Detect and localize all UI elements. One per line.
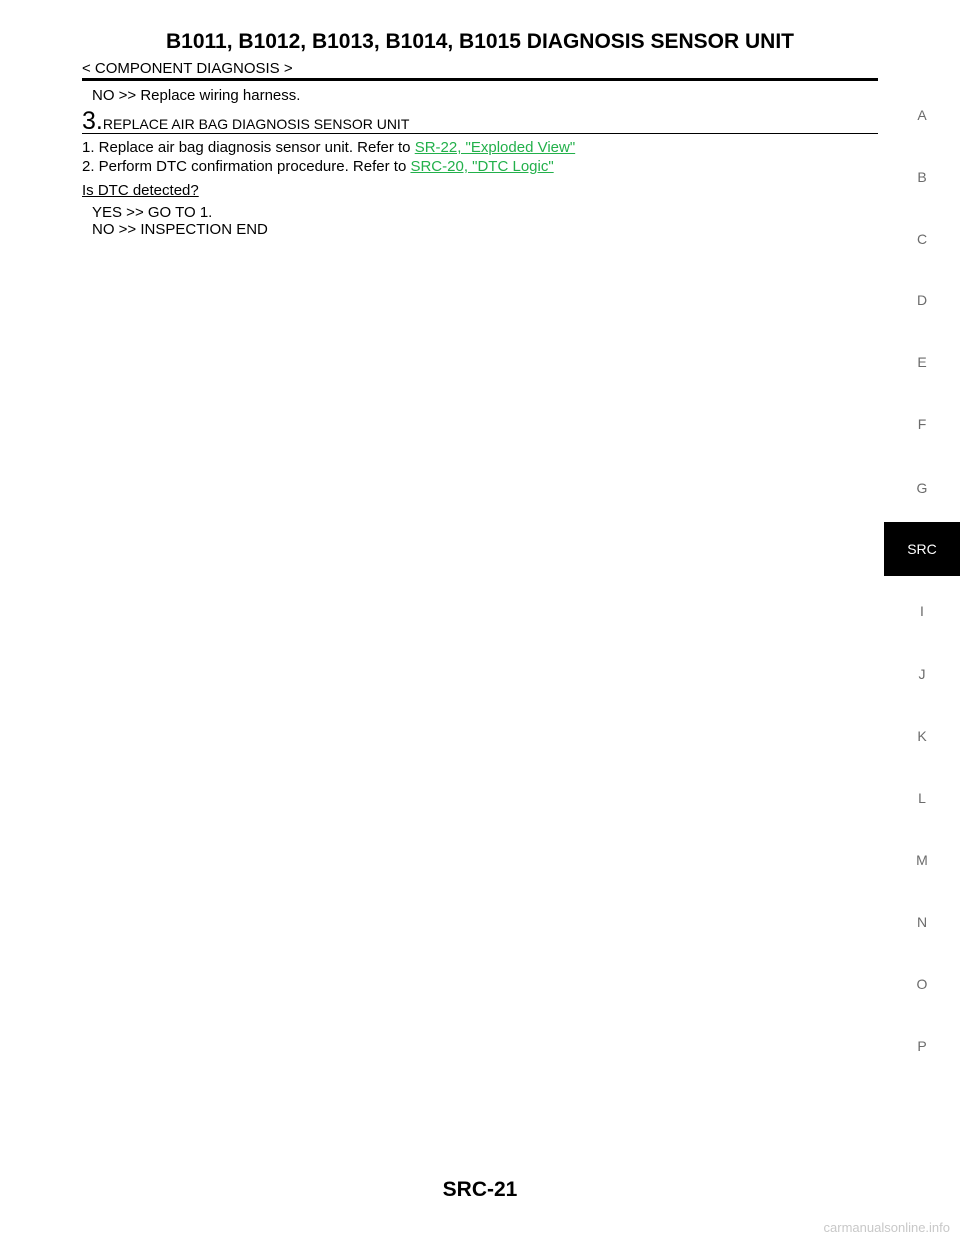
step-title: REPLACE AIR BAG DIAGNOSIS SENSOR UNIT [102, 116, 410, 132]
index-tab-g[interactable]: G [916, 480, 928, 496]
list-item-text: 2. Perform DTC confirmation procedure. R… [82, 158, 411, 175]
watermark: carmanualsonline.info [823, 1220, 950, 1235]
index-tab-i[interactable]: I [920, 603, 924, 619]
step-number: 3. [82, 107, 103, 135]
diagnosis-question: Is DTC detected? [82, 182, 199, 199]
index-tab-f[interactable]: F [917, 416, 927, 432]
index-tab-c[interactable]: C [916, 231, 928, 247]
index-tab-n[interactable]: N [916, 914, 928, 930]
no-result-line: NO >> Replace wiring harness. [92, 87, 301, 104]
index-tab-m[interactable]: M [916, 852, 928, 868]
step-heading: 3.REPLACE AIR BAG DIAGNOSIS SENSOR UNIT [82, 107, 409, 136]
list-item-text: 1. Replace air bag diagnosis sensor unit… [82, 139, 415, 156]
index-tab-b[interactable]: B [917, 169, 927, 185]
index-tab-o[interactable]: O [916, 976, 928, 992]
list-item: 2. Perform DTC confirmation procedure. R… [82, 158, 554, 175]
index-tab-p[interactable]: P [917, 1038, 927, 1054]
header-divider [82, 78, 878, 81]
yes-result-line: YES >> GO TO 1. [92, 204, 213, 221]
list-item: 1. Replace air bag diagnosis sensor unit… [82, 139, 575, 156]
step-divider [82, 133, 878, 134]
index-tab-l[interactable]: L [918, 790, 926, 806]
index-tab-d[interactable]: D [916, 292, 928, 308]
page-title: B1011, B1012, B1013, B1014, B1015 DIAGNO… [166, 30, 794, 53]
dtc-logic-link[interactable]: SRC-20, "DTC Logic" [410, 158, 554, 175]
index-tab-k[interactable]: K [917, 728, 927, 744]
index-tab-e[interactable]: E [917, 354, 927, 370]
exploded-view-link[interactable]: SR-22, "Exploded View" [414, 139, 576, 156]
index-tab-j[interactable]: J [918, 666, 926, 682]
index-tab-src-active[interactable]: SRC [884, 522, 960, 576]
no-result-line-2: NO >> INSPECTION END [92, 221, 268, 238]
index-tab-a[interactable]: A [917, 107, 927, 123]
section-breadcrumb: < COMPONENT DIAGNOSIS > [82, 60, 293, 77]
page-number: SRC-21 [442, 1178, 518, 1201]
